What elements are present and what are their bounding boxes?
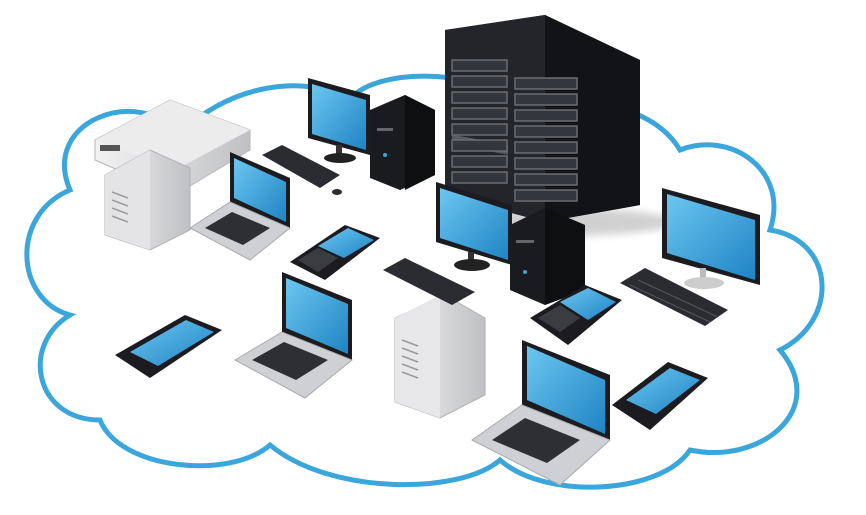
laptop-icon [233,272,353,399]
smartphone-icon [612,362,708,430]
laptop-icon [189,152,291,261]
laptop-icon [471,340,611,486]
smartphone-icon [290,225,380,280]
smartphone-icon [115,315,222,378]
tower-server-silver-icon [104,149,191,251]
smartphone-icon [530,285,622,345]
keyboard-icon [620,268,728,326]
tower-pc-black-icon [370,95,435,190]
tower-pc-black-icon [510,208,585,305]
keyboard-icon [262,145,342,195]
desktop-monitor-icon [308,78,370,163]
keyboard-icon [383,258,475,305]
server-rack-icon [445,15,675,236]
desktop-monitor-icon [662,188,760,289]
tower-server-silver-icon [394,294,486,419]
desktop-monitor-icon [436,182,512,271]
